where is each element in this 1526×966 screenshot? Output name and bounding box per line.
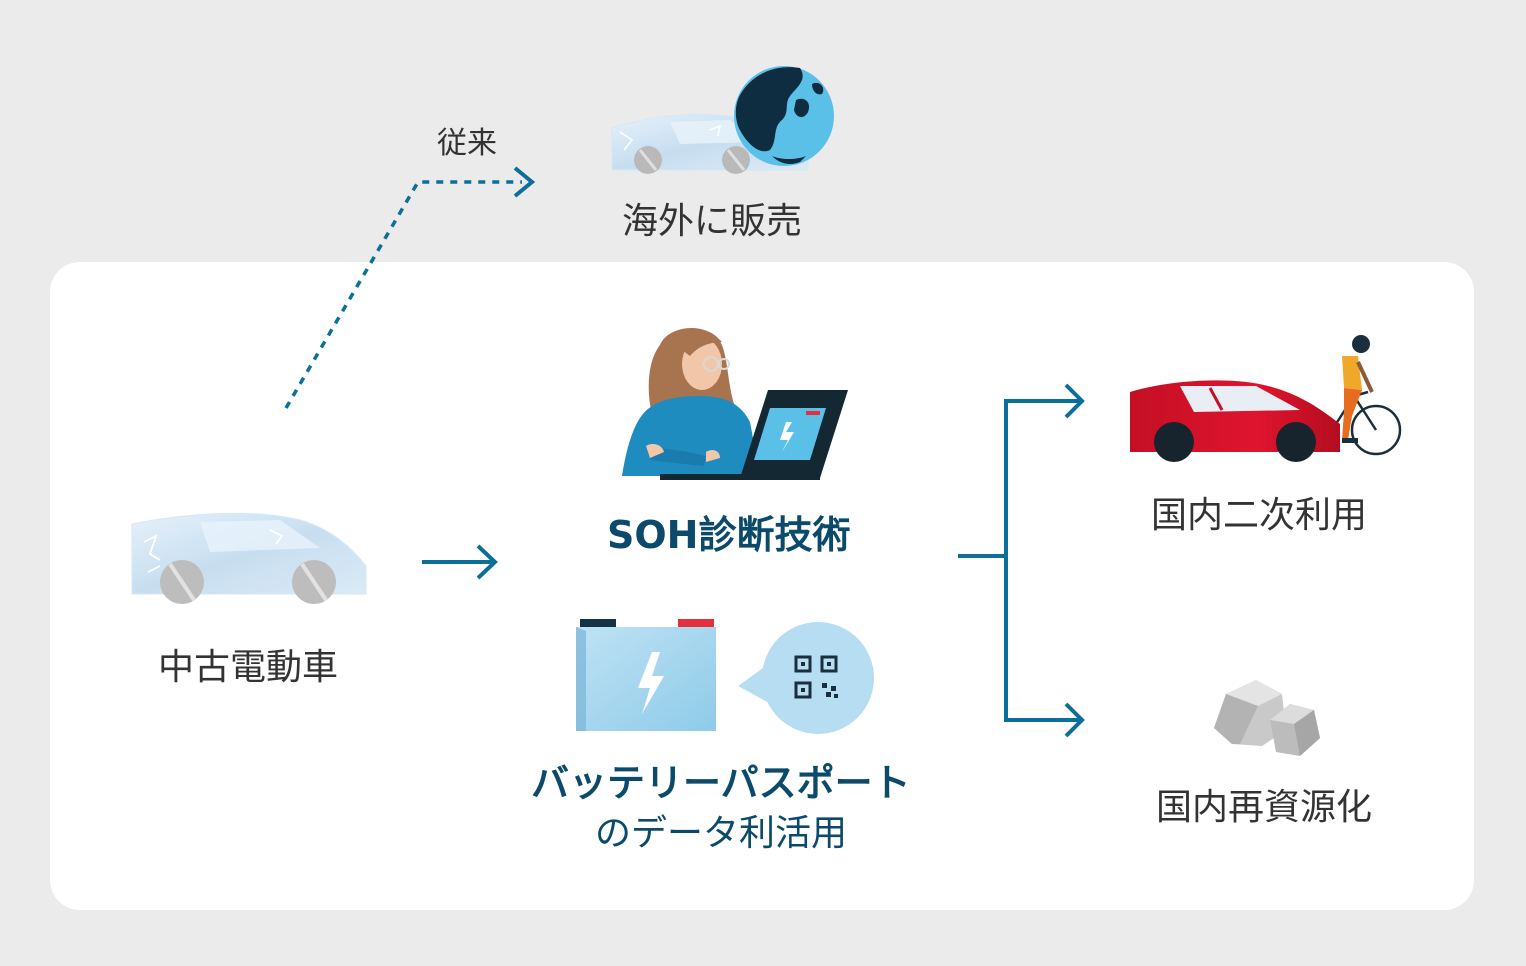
label-domestic-reuse: 国内二次利用: [1151, 495, 1368, 536]
conventional-route-arrow: [284, 166, 536, 409]
label-domestic-recycling: 国内再資源化: [1156, 787, 1373, 828]
globe-icon: [734, 66, 834, 166]
label-used-ev: 中古電動車: [158, 647, 339, 688]
label-battery-passport-sub: のデータ利活用: [595, 813, 848, 854]
car-cyclist-icon: [1130, 335, 1402, 462]
qr-code-icon: [738, 622, 874, 734]
woman-laptop-icon: [622, 328, 848, 480]
rock-icon: [1214, 680, 1320, 756]
label-conventional: 従来: [437, 126, 497, 161]
label-battery-passport: バッテリーパスポート: [531, 761, 911, 805]
branch-arrows: [958, 383, 1085, 738]
label-soh-tech: SOH診断技術: [607, 513, 851, 557]
battery-icon: [576, 619, 716, 731]
label-overseas-sale: 海外に販売: [622, 201, 803, 242]
used-car-icon-left: [131, 512, 367, 604]
flow-arrow-main: [422, 544, 498, 580]
